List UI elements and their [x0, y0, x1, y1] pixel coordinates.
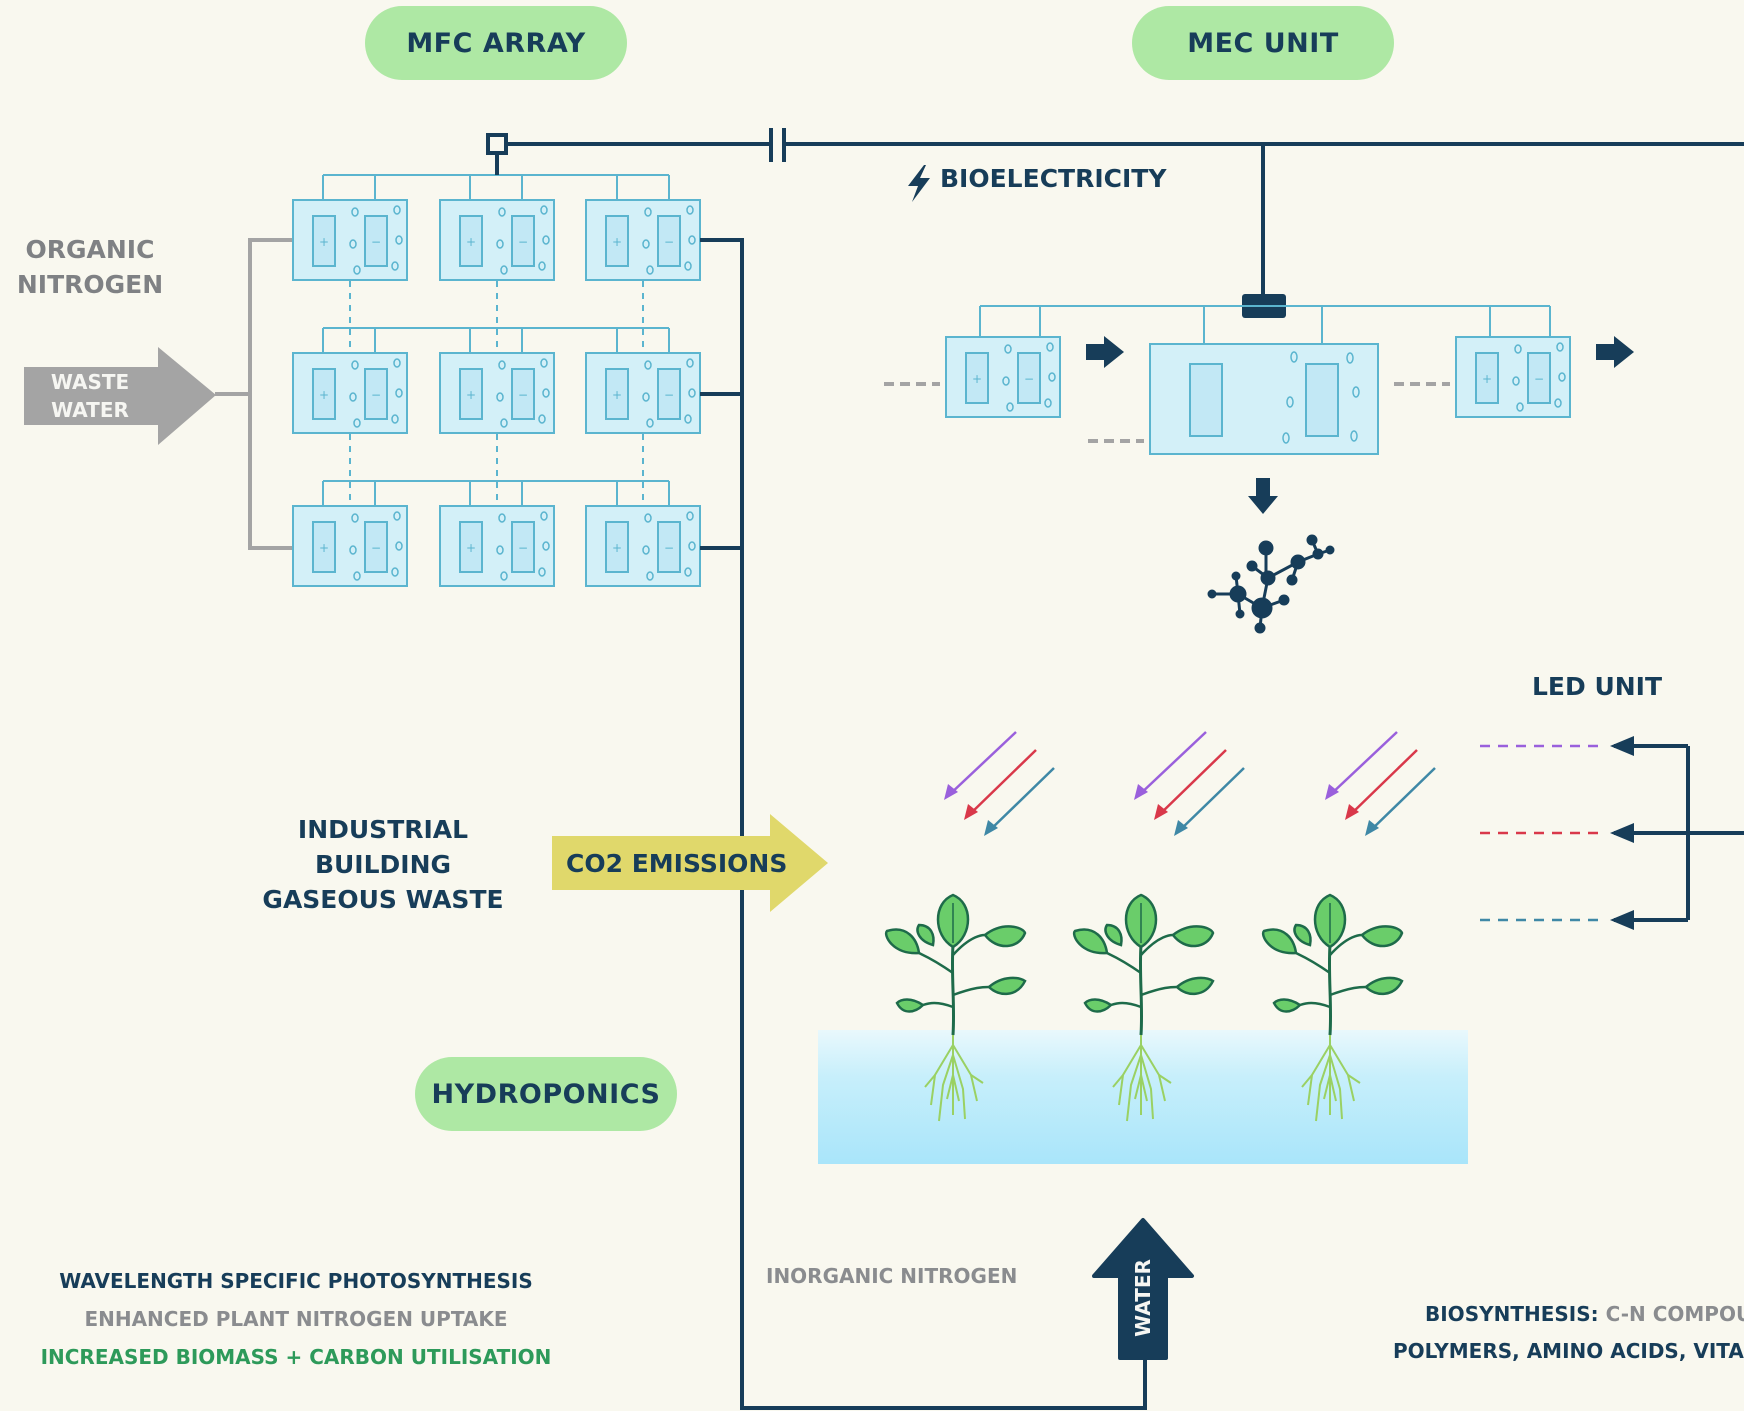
water-arrow: [1092, 1218, 1194, 1360]
inorganic-nitrogen-label: INORGANIC NITROGEN: [766, 1264, 1018, 1288]
industrial-line-1: INDUSTRIAL: [297, 815, 469, 844]
biosynthesis-compounds: C-N COMPOUNDS: [1605, 1302, 1744, 1326]
mfc-output-lines: [700, 238, 1147, 1410]
molecule-icon: [1207, 534, 1335, 634]
polymers-label: POLYMERS, AMINO ACIDS, VITAMINS: [1393, 1339, 1744, 1363]
mec-unit-pill: MEC UNIT: [1132, 6, 1394, 80]
waste-water-feed-lines: [215, 238, 292, 550]
organic-nitrogen-line-1: ORGANIC: [25, 235, 155, 264]
waste-water-line-2: WATER: [51, 398, 129, 422]
plant-icon: [1072, 893, 1215, 1037]
mec-output-arrow-1: [1086, 336, 1124, 368]
organic-nitrogen-label: ORGANIC NITROGEN: [10, 232, 170, 302]
mec-unit-label: MEC UNIT: [1187, 27, 1339, 59]
mec-output-arrow-2: [1596, 336, 1634, 368]
capacitor-symbol: [769, 128, 786, 162]
industrial-line-2: BUILDING: [314, 850, 452, 879]
mfc-array-label: MFC ARRAY: [406, 27, 586, 59]
plant-icon: [884, 893, 1027, 1037]
mec-cell-left: [945, 336, 1061, 418]
co2-emissions-label: CO2 EMISSIONS: [566, 849, 788, 878]
led-unit: [1480, 736, 1744, 930]
plant-icon: [1261, 893, 1404, 1037]
led-unit-label: LED UNIT: [1532, 672, 1663, 701]
water-label: WATER: [1131, 1259, 1155, 1337]
hydroponics-pill: HYDROPONICS: [415, 1057, 677, 1131]
hydroponics-label: HYDROPONICS: [431, 1078, 661, 1110]
co2-arrow: [552, 814, 828, 912]
industrial-line-3: GASEOUS WASTE: [262, 885, 504, 914]
mec-unit: [884, 294, 1634, 634]
benefit-item-3: INCREASED BIOMASS + CARBON UTILISATION: [40, 1345, 552, 1369]
plants: [884, 893, 1404, 1037]
waste-water-line-1: WASTE: [50, 370, 130, 394]
led-light-rays: [942, 730, 1437, 838]
mfc-cell-grid: [292, 199, 701, 587]
bioelectricity-label: BIOELECTRICITY: [940, 164, 1167, 193]
benefit-item-1: WAVELENGTH SPECIFIC PHOTOSYNTHESIS: [59, 1269, 533, 1293]
terminal-node: [486, 133, 508, 155]
mfc-array: [215, 174, 1147, 1410]
mec-dashes: [884, 382, 1450, 443]
mec-cell-right: [1455, 336, 1571, 418]
biosynthesis-prefix: BIOSYNTHESIS:: [1425, 1302, 1599, 1326]
hydroponic-tank: [818, 1030, 1468, 1164]
mfc-array-pill: MFC ARRAY: [365, 6, 627, 80]
organic-nitrogen-line-2: NITROGEN: [16, 270, 164, 299]
benefit-item-2: ENHANCED PLANT NITROGEN UPTAKE: [84, 1307, 508, 1331]
mec-wiring: [979, 305, 1551, 364]
lightning-icon: [908, 165, 930, 202]
mec-main-reactor: [1149, 343, 1379, 455]
benefits-list: WAVELENGTH SPECIFIC PHOTOSYNTHESIS ENHAN…: [40, 1262, 552, 1376]
bioelectricity-circuit: [486, 128, 1744, 296]
industrial-source-label: INDUSTRIAL BUILDING GASEOUS WASTE: [260, 812, 506, 917]
waste-water-label: WASTE WATER: [34, 368, 146, 424]
down-arrow: [1248, 478, 1278, 514]
waste-water-arrow: [24, 347, 216, 445]
biosynthesis-label: BIOSYNTHESIS: C-N COMPOUNDS: [1425, 1302, 1744, 1326]
